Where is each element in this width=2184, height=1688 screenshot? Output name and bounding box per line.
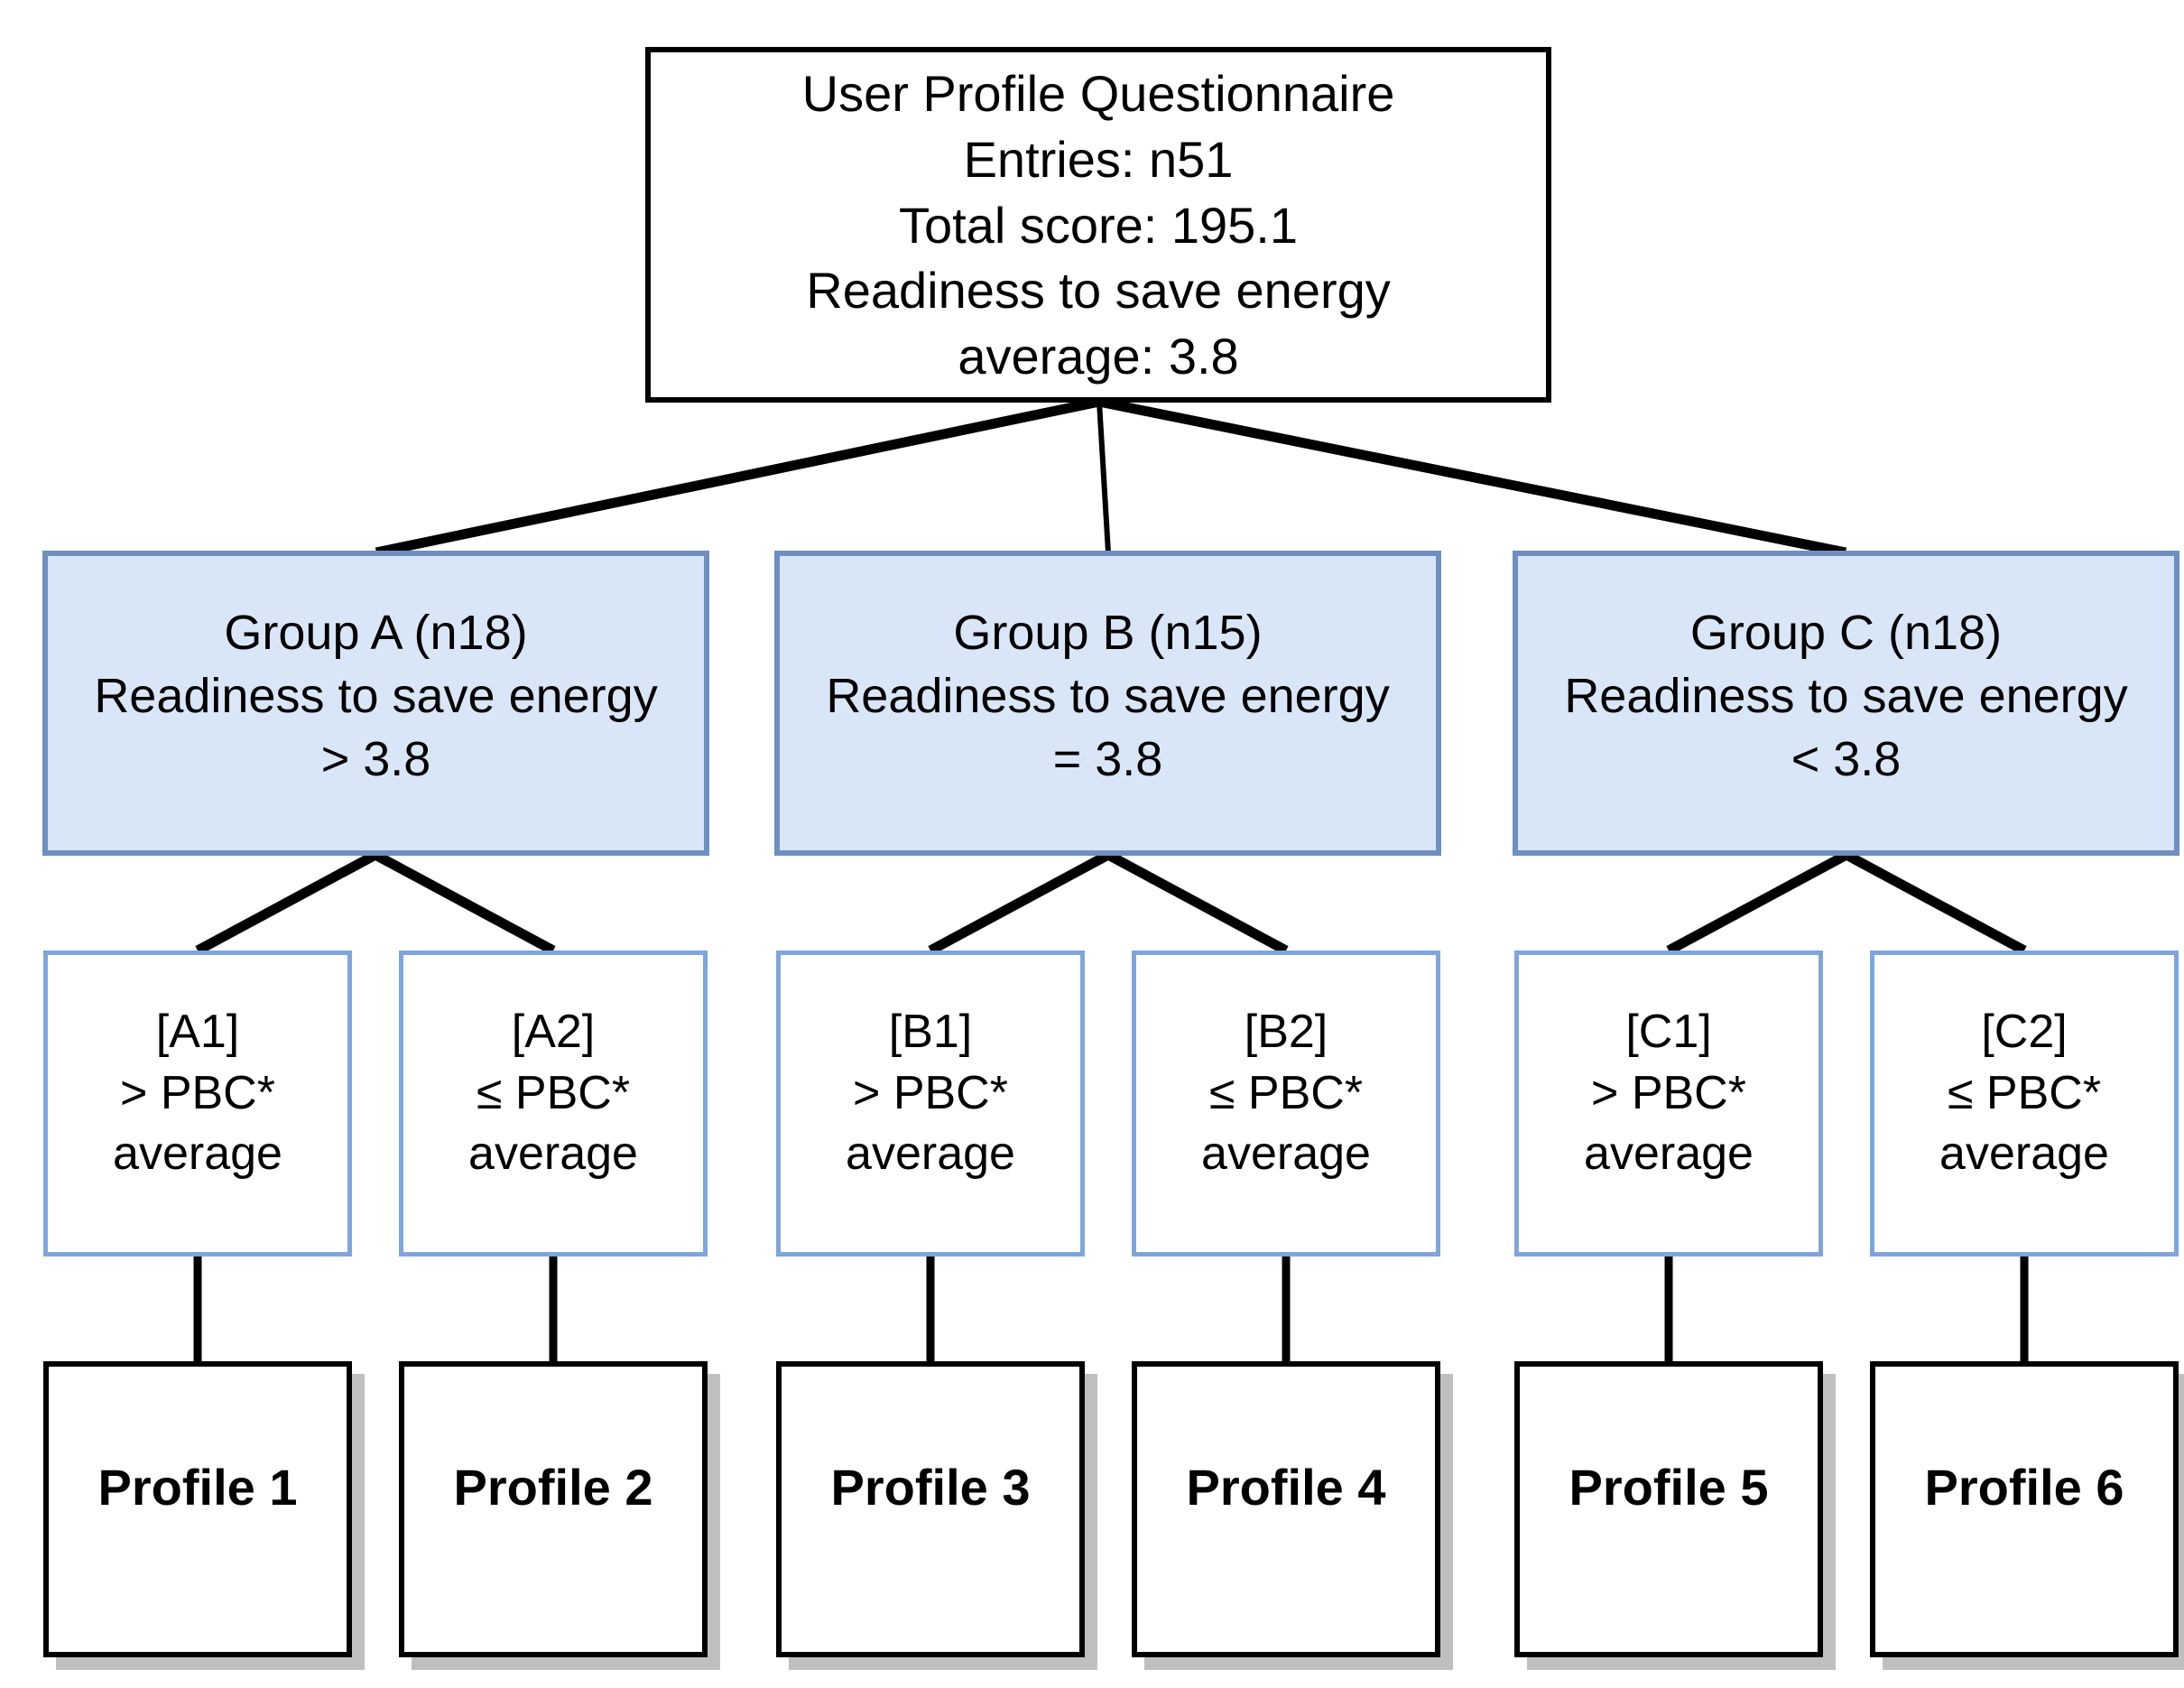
group-b-node[interactable]: Group B (n15) Readiness to save energy =… — [774, 551, 1441, 856]
root-line-4: Readiness to save energy — [806, 262, 1391, 320]
profile-3-label: Profile 3 — [830, 1459, 1031, 1516]
root-line-5: average: 3.8 — [958, 328, 1239, 385]
crit-b2-line-1: [B2] — [1244, 1006, 1328, 1058]
crit-b2-line-2: ≤ PBC* — [1208, 1066, 1364, 1119]
profile-1-node[interactable]: Profile 1 — [43, 1361, 352, 1657]
group-c-line-1: Group C (n18) — [1689, 606, 2003, 660]
crit-c2-line-2: ≤ PBC* — [1947, 1066, 2102, 1119]
group-a-line-1: Group A (n18) — [224, 606, 528, 660]
edge-group-b-to-crit-b2 — [1106, 850, 1289, 955]
crit-a2-node[interactable]: [A2] ≤ PBC* average — [399, 951, 708, 1257]
root-line-3: Total score: 195.1 — [898, 196, 1299, 254]
crit-a2-line-1: [A2] — [511, 1006, 596, 1058]
group-c-line-2: Readiness to save energy — [1564, 669, 2128, 724]
crit-b1-line-3: average — [846, 1127, 1015, 1181]
edge-root-to-group-a — [375, 396, 1101, 558]
crit-b2-line-3: average — [1201, 1127, 1371, 1181]
profile-4-node[interactable]: Profile 4 — [1132, 1361, 1440, 1657]
crit-c1-line-2: > PBC* — [1591, 1066, 1746, 1119]
root-line-2: Entries: n51 — [963, 130, 1234, 188]
group-c-node[interactable]: Group C (n18) Readiness to save energy <… — [1513, 551, 2179, 856]
profile-5-label: Profile 5 — [1569, 1459, 1769, 1516]
crit-a1-line-3: average — [113, 1127, 282, 1181]
profile-6-node[interactable]: Profile 6 — [1870, 1361, 2179, 1657]
profile-5-node[interactable]: Profile 5 — [1514, 1361, 1823, 1657]
crit-b2-node[interactable]: [B2] ≤ PBC* average — [1132, 951, 1440, 1257]
crit-c1-node[interactable]: [C1] > PBC* average — [1514, 951, 1823, 1257]
crit-c2-line-3: average — [1939, 1127, 2109, 1181]
group-b-line-3: = 3.8 — [1052, 732, 1163, 787]
crit-c2-node[interactable]: [C2] ≤ PBC* average — [1870, 951, 2179, 1257]
root-node[interactable]: User Profile Questionnaire Entries: n51 … — [645, 47, 1551, 403]
profile-6-label: Profile 6 — [1924, 1459, 2124, 1516]
group-a-line-3: > 3.8 — [320, 732, 431, 787]
crit-a1-line-1: [A1] — [155, 1006, 240, 1058]
edge-group-c-to-crit-c2 — [1844, 850, 2027, 955]
crit-a1-node[interactable]: [A1] > PBC* average — [43, 951, 352, 1257]
group-a-node[interactable]: Group A (n18) Readiness to save energy >… — [42, 551, 709, 856]
profile-1-label: Profile 1 — [97, 1459, 298, 1516]
edge-group-a-to-crit-a1 — [195, 850, 378, 955]
crit-c1-line-1: [C1] — [1625, 1006, 1712, 1058]
profile-4-label: Profile 4 — [1186, 1459, 1386, 1516]
crit-a2-line-2: ≤ PBC* — [476, 1066, 631, 1119]
crit-c2-line-1: [C2] — [1981, 1006, 2068, 1058]
group-c-line-3: < 3.8 — [1791, 732, 1902, 787]
profile-3-node[interactable]: Profile 3 — [776, 1361, 1085, 1657]
crit-a2-line-3: average — [468, 1127, 638, 1181]
root-line-1: User Profile Questionnaire — [801, 65, 1395, 122]
edge-group-a-to-crit-a2 — [373, 850, 556, 955]
profile-2-label: Profile 2 — [453, 1459, 653, 1516]
profile-2-node[interactable]: Profile 2 — [399, 1361, 708, 1657]
group-b-line-2: Readiness to save energy — [826, 669, 1390, 724]
edge-root-to-group-c — [1097, 396, 1847, 558]
edge-root-to-group-b — [1097, 401, 1111, 553]
crit-c1-line-3: average — [1584, 1127, 1754, 1181]
edge-group-b-to-crit-b1 — [928, 850, 1111, 955]
crit-b1-line-1: [B1] — [888, 1006, 973, 1058]
crit-b1-node[interactable]: [B1] > PBC* average — [776, 951, 1085, 1257]
crit-a1-line-2: > PBC* — [120, 1066, 275, 1119]
group-b-line-1: Group B (n15) — [953, 606, 1263, 660]
edge-group-c-to-crit-c1 — [1666, 850, 1849, 955]
crit-b1-line-2: > PBC* — [853, 1066, 1008, 1119]
group-a-line-2: Readiness to save energy — [94, 669, 658, 724]
